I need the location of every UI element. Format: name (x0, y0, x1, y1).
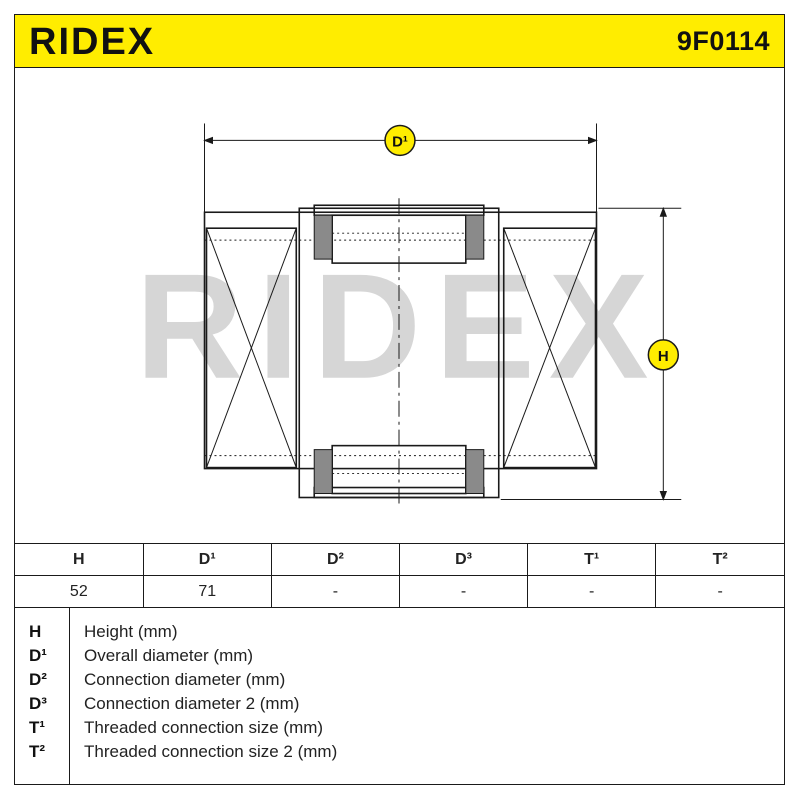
spec-table: H D¹ D² D³ T¹ T² 52 71 - - - - (15, 543, 784, 608)
legend-text: Threaded connection size (mm) (84, 718, 324, 737)
bearing-drawing: RIDEX (135, 123, 682, 508)
legend-key: T² (29, 742, 46, 761)
legend-text: Connection diameter 2 (mm) (84, 694, 300, 713)
value-t1: - (527, 575, 657, 608)
h-badge (647, 339, 680, 371)
legend-key: D² (29, 670, 47, 689)
value-h: 52 (15, 575, 144, 608)
col-t2: T² (655, 543, 784, 576)
legend-item: H Height (mm) (15, 622, 784, 646)
header-bar: RIDEX 9F0114 (15, 15, 784, 68)
spec-value-row: 52 71 - - - - (15, 575, 784, 608)
legend-key: D¹ (29, 646, 47, 665)
legend-text: Connection diameter (mm) (84, 670, 286, 689)
col-h: H (15, 543, 144, 576)
legend-key: D³ (29, 694, 47, 713)
d1-label: D¹ (392, 133, 408, 150)
col-t1: T¹ (527, 543, 657, 576)
spec-header-row: H D¹ D² D³ T¹ T² (15, 543, 784, 576)
legend-item: T¹ Threaded connection size (mm) (15, 718, 784, 742)
value-t2: - (655, 575, 784, 608)
legend-divider (69, 608, 70, 784)
h-label: H (658, 348, 669, 365)
value-d2: - (270, 575, 400, 608)
product-sheet: RIDEX 9F0114 RIDEX (14, 14, 785, 785)
legend-item: D¹ Overall diameter (mm) (15, 646, 784, 670)
legend: H Height (mm) D¹ Overall diameter (mm) D… (15, 607, 784, 784)
legend-key: H (29, 622, 42, 641)
ridex-logo: RIDEX (29, 23, 155, 59)
legend-item: T² Threaded connection size 2 (mm) (15, 742, 784, 766)
legend-item: D² Connection diameter (mm) (15, 670, 784, 694)
col-d1: D¹ (142, 543, 272, 576)
value-d3: - (398, 575, 529, 608)
brand-name: RIDEX (29, 23, 155, 59)
legend-text: Overall diameter (mm) (84, 646, 254, 665)
value-d1: 71 (142, 575, 272, 608)
legend-key: T¹ (29, 718, 46, 737)
legend-item: D³ Connection diameter 2 (mm) (15, 694, 784, 718)
col-d3: D³ (398, 543, 529, 576)
outer-ring (203, 211, 598, 470)
legend-text: Threaded connection size 2 (mm) (84, 742, 338, 761)
d1-badge (384, 124, 416, 157)
part-number: 9F0114 (676, 26, 770, 56)
legend-text: Height (mm) (84, 622, 178, 641)
col-d2: D² (270, 543, 400, 576)
